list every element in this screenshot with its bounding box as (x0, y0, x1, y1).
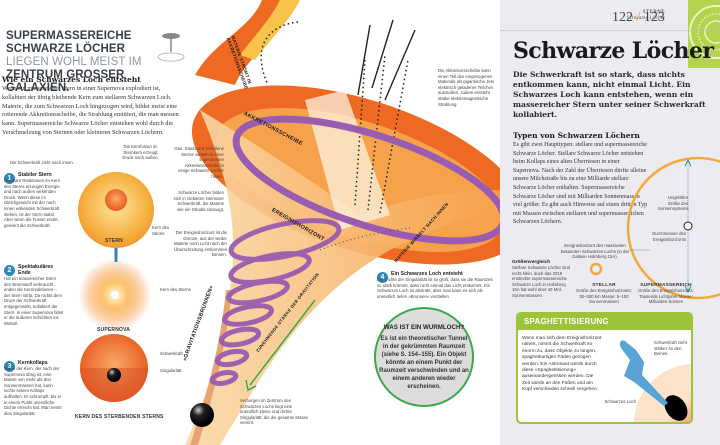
spaghettification-title: SPAGHETTISIERUNG (518, 314, 691, 330)
spaghettification-body: Wenn man sich dem Ereignishorizont näher… (522, 336, 602, 393)
spaghettification-box: SPAGHETTISIERUNG Wenn man sich dem Ereig… (516, 312, 693, 424)
label-gravity-in: Die Schwerkraft zieht nach innen. (10, 160, 75, 165)
header-divider (500, 30, 720, 31)
size-comparison-diagram (589, 156, 720, 300)
label-core: Kern des Sterns (152, 225, 170, 236)
step-badge-2: 2 (4, 265, 15, 276)
running-header: STERNE Schwarze Löcher (627, 10, 665, 21)
annotation-jets: Die Akkretionsscheibe kann einen Teil de… (438, 68, 495, 107)
wormhole-title: WAS IST EIN WURMLOCH? (383, 324, 465, 331)
label-legs: Schwerkraft zieht stärker an den Beinen. (654, 340, 687, 357)
compare-body: Stellare Schwarze Löcher sind recht klei… (512, 265, 571, 298)
stellar-info: STELLAR Größe des Ereignishorizonts: 30–… (576, 283, 632, 305)
label-solar-system: Ungefähre Größe des Sonnensystems (658, 195, 689, 212)
black-hole-funnel-illustration (78, 0, 500, 445)
step-1: Stabiler Stern Nukleare Reaktionen im Ke… (4, 172, 64, 228)
green-tab (688, 0, 720, 68)
page-left: 122 (612, 10, 633, 25)
compare-title: Größenvergleich (512, 260, 551, 265)
types-body: Es gibt zwei Haupttypen: stellare und su… (513, 142, 648, 226)
step-title: Spektakuläres Ende (18, 264, 54, 276)
annotation-hidden-singularity: Verborgen im Zentrum des Schwarzen Lochs… (240, 398, 309, 426)
step-2: Spektakuläres Ende Hat ein massereicher … (4, 264, 64, 326)
lead-paragraph: Die Schwerkraft ist so stark, dass nicht… (513, 70, 706, 119)
label-core-2: Kern des Sterns (160, 287, 191, 292)
header-kicker: STERNE (642, 10, 665, 15)
headline-bold-1: SUPERMASSEREICHE SCHWARZE LÖCHER (6, 30, 132, 55)
step-body: Die Dichte der Singularität ist so groß,… (377, 277, 493, 299)
intro-headline: SUPERMASSEREICHE SCHWARZE LÖCHER LIEGEN … (6, 30, 156, 95)
supermassive-title: SUPERMASSEREICH (640, 283, 692, 288)
annotation-whirlpool: Schwarze Löcher bilden sich in Gebieten … (173, 190, 224, 212)
label-dying-core: KERN DES STERBENDEN STERNS (75, 414, 164, 420)
wormhole-body: Es ist ein theoretischer Tunnel in der g… (379, 335, 469, 390)
step-3: Kernkollaps Wenn der Kern, der nach der … (4, 360, 64, 416)
label-fusion-out: Die Kernfusion im Sternkern erzeugt Druc… (122, 144, 159, 161)
step-badge-1: 1 (4, 173, 15, 184)
step-body: Wenn der Kern, der nach der Supernova üb… (4, 366, 62, 416)
annotation-horizon: Der Ereignishorizont ist die Grenze, aus… (173, 230, 227, 258)
wormhole-callout: WAS IST EIN WURMLOCH? Es ist ein theoret… (374, 307, 474, 407)
step-title: Ein Schwarzes Loch entsteht (391, 271, 463, 277)
step-badge-4: 4 (377, 272, 388, 283)
step-body: Nukleare Reaktionen im Kern des Sterns e… (4, 178, 61, 228)
astronaut-blackhole-illustration (619, 340, 691, 422)
page-right: 123 (643, 10, 665, 25)
annotation-disk-fall: Gas, Staub und zerfallene Sterne wirbeln… (174, 146, 224, 179)
size-compare-note: Größenvergleich Stellare Schwarze Löcher… (512, 260, 574, 299)
section-title: Wie ein Schwarzes Loch entsteht (2, 75, 141, 84)
headline-bold-2: ZENTRUM GROSSER GALAXIEN. (6, 69, 125, 94)
supermassive-body: Größe des Ereignishorizonts: Tausende Li… (638, 288, 694, 305)
page-numbers: 122 / 123 (612, 10, 665, 26)
step-body: Hat ein massereicher Stern den Brennstof… (4, 276, 64, 326)
label-horizon-diameter: Durchmesser des Ereignishorizonts (652, 231, 686, 242)
headline-light: LIEGEN WOHL MEIST IM (6, 56, 142, 68)
label-black-hole: Schwarzes Loch (604, 399, 636, 404)
stellar-body: Größe des Ereignishorizonts: 30–300 km M… (576, 288, 632, 305)
section-body: Wenn ein massereicher Stern in einer Sup… (2, 85, 179, 136)
step-title: Stabiler Stern (18, 172, 52, 178)
step-badge-3: 3 (4, 361, 15, 372)
label-singularitaet: Singularität (160, 368, 182, 373)
supermassive-info: SUPERMASSEREICH Größe des Ereignishorizo… (636, 283, 696, 305)
page-title: Schwarze Löcher (513, 38, 714, 64)
stellar-title: STELLAR (592, 283, 616, 288)
label-schwerkraft: Schwerkraft (160, 351, 183, 356)
header-subtitle: Schwarze Löcher (626, 15, 665, 21)
label-supernova: SUPERNOVA (97, 327, 131, 333)
sun-emblem-icon (689, 5, 720, 59)
step-title: Kernkollaps (18, 360, 48, 366)
step-4: Ein Schwarzes Loch entsteht Die Dichte d… (377, 271, 497, 299)
label-stern: STERN (105, 238, 123, 244)
types-title: Typen von Schwarzen Löchern (513, 131, 640, 140)
label-biggest-bh: Ereignishorizont des massivsten bekannte… (560, 243, 630, 260)
page-separator: / (636, 10, 641, 25)
